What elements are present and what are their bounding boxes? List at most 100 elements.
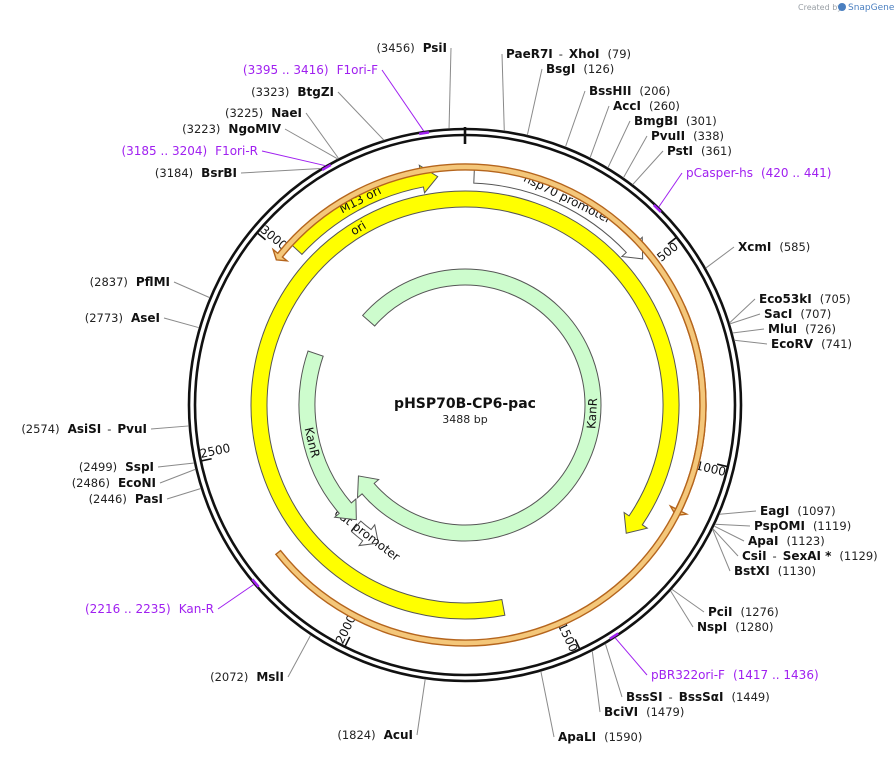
site-leader bbox=[734, 339, 768, 345]
site-econi: (2486)EcoNI bbox=[72, 468, 196, 490]
site-label: PspOMI(1119) bbox=[754, 519, 851, 533]
site-label: AccI(260) bbox=[613, 99, 680, 113]
primer-pcasper-hs: pCasper-hs(420 .. 441) bbox=[652, 166, 831, 213]
site-bsgi: BsgI(126) bbox=[526, 62, 614, 136]
tick-mark bbox=[716, 463, 730, 468]
primer-label: (3185 .. 3204)F1ori-R bbox=[121, 144, 258, 158]
site-label: BmgBI(301) bbox=[634, 114, 717, 128]
tick-1000: 1000 bbox=[694, 458, 730, 479]
site-label: (3323)BtgZI bbox=[251, 85, 334, 99]
site-label: SacI(707) bbox=[764, 307, 831, 321]
site-leader bbox=[157, 462, 195, 468]
tick-mark bbox=[343, 636, 351, 649]
primer-leader bbox=[614, 637, 648, 676]
feature-ori-2: ori bbox=[250, 190, 680, 620]
site-label: BsgI(126) bbox=[546, 62, 614, 76]
site-label: MluI(726) bbox=[768, 322, 836, 336]
site-bmgbi: BmgBI(301) bbox=[607, 114, 717, 168]
site-leader bbox=[540, 671, 555, 738]
site-ecorv: EcoRV(741) bbox=[734, 337, 852, 351]
site-leader bbox=[526, 68, 543, 136]
site-apai: ApaI(1123) bbox=[713, 525, 825, 548]
site-mlui: MluI(726) bbox=[732, 322, 836, 336]
site-label: (2837)PflMI bbox=[90, 275, 170, 289]
tick-mark bbox=[255, 231, 267, 241]
site-leader bbox=[712, 528, 739, 557]
site-leader bbox=[591, 650, 601, 713]
site-leader bbox=[173, 281, 210, 299]
site-leader bbox=[713, 525, 745, 542]
site-leader bbox=[632, 150, 664, 185]
site-label: PciI(1276) bbox=[708, 605, 779, 619]
site-ngomiv: (3223)NgoMIV bbox=[182, 122, 338, 160]
snapgene-logo-icon bbox=[838, 3, 846, 11]
site-leader bbox=[416, 679, 426, 736]
site-label: (2486)EcoNI bbox=[72, 476, 156, 490]
site-leader bbox=[589, 105, 610, 159]
site-label: (2499)SspI bbox=[79, 460, 154, 474]
tick-label: 2500 bbox=[199, 441, 232, 461]
primer-kan-r: (2216 .. 2235)Kan-R bbox=[85, 578, 260, 616]
feature-label: ori bbox=[348, 218, 369, 238]
site-leader bbox=[715, 523, 751, 527]
site-asisi: (2574)AsiSI-PvuI bbox=[21, 422, 189, 436]
site-label: (2574)AsiSI-PvuI bbox=[21, 422, 147, 436]
primer-f1ori-r: (3185 .. 3204)F1ori-R bbox=[121, 144, 332, 172]
site-leader bbox=[564, 90, 586, 148]
site-nspi: NspI(1280) bbox=[670, 590, 774, 634]
site-label: BssHII(206) bbox=[589, 84, 670, 98]
site-asei: (2773)AseI bbox=[85, 311, 200, 329]
site-pspomi: PspOMI(1119) bbox=[715, 519, 851, 533]
site-leader bbox=[622, 135, 648, 179]
site-csii: CsiI-SexAI *(1129) bbox=[712, 528, 878, 563]
site-label: (3184)BsrBI bbox=[155, 166, 237, 180]
feature-kanr-5: KanR bbox=[356, 268, 602, 542]
site-leader bbox=[150, 425, 189, 430]
site-leader bbox=[284, 128, 338, 160]
primer-mark bbox=[652, 204, 662, 213]
feature-label: KanR bbox=[584, 397, 600, 429]
primer-mark bbox=[321, 163, 332, 172]
tick-label: 1000 bbox=[694, 458, 727, 479]
primer-label: (3395 .. 3416)F1ori-F bbox=[243, 63, 378, 77]
site-leader bbox=[712, 528, 731, 572]
feature-arc bbox=[298, 350, 357, 521]
site-leader bbox=[448, 47, 452, 129]
plasmid-name: pHSP70B-CP6-pac bbox=[394, 396, 536, 412]
site-leader bbox=[163, 317, 200, 329]
site-label: (2072)MslI bbox=[210, 670, 284, 684]
site-pflmi: (2837)PflMI bbox=[90, 275, 210, 299]
feature-kanr-4: KanR bbox=[298, 350, 357, 521]
site-label: BciVI(1479) bbox=[604, 705, 684, 719]
credit-text: Created by bbox=[798, 3, 842, 12]
site-label: Eco53kI(705) bbox=[759, 292, 851, 306]
primer-mark bbox=[251, 578, 260, 588]
site-leader bbox=[729, 313, 761, 325]
site-leader bbox=[501, 53, 505, 131]
site-label: BssSI-BssSαI(1449) bbox=[626, 690, 770, 704]
site-leader bbox=[159, 468, 196, 484]
primer-mark bbox=[609, 632, 619, 640]
site-bstxi: BstXI(1130) bbox=[712, 528, 816, 578]
site-label: XcmI(585) bbox=[738, 240, 810, 254]
feature-highlight-7 bbox=[271, 163, 707, 647]
primer-leader bbox=[658, 172, 683, 208]
site-leader bbox=[607, 120, 631, 168]
site-label: ApaI(1123) bbox=[748, 534, 825, 548]
feature-arc bbox=[356, 268, 602, 542]
site-pvuii: PvuII(338) bbox=[622, 129, 724, 179]
site-pcii: PciI(1276) bbox=[671, 588, 779, 619]
feature-arc bbox=[250, 190, 680, 620]
site-leader bbox=[166, 488, 202, 500]
site-psti: PstI(361) bbox=[632, 144, 732, 185]
primer-f1ori-f: (3395 .. 3416)F1ori-F bbox=[243, 63, 430, 136]
site-sspi: (2499)SspI bbox=[79, 460, 195, 474]
primer-pbr322ori-f: pBR322ori-F(1417 .. 1436) bbox=[609, 632, 819, 682]
feature-arc bbox=[350, 520, 379, 547]
site-msli: (2072)MslI bbox=[210, 634, 312, 684]
primer-label: (2216 .. 2235)Kan-R bbox=[85, 602, 214, 616]
site-label: NspI(1280) bbox=[697, 620, 774, 634]
site-label: (1824)AcuI bbox=[337, 728, 413, 742]
